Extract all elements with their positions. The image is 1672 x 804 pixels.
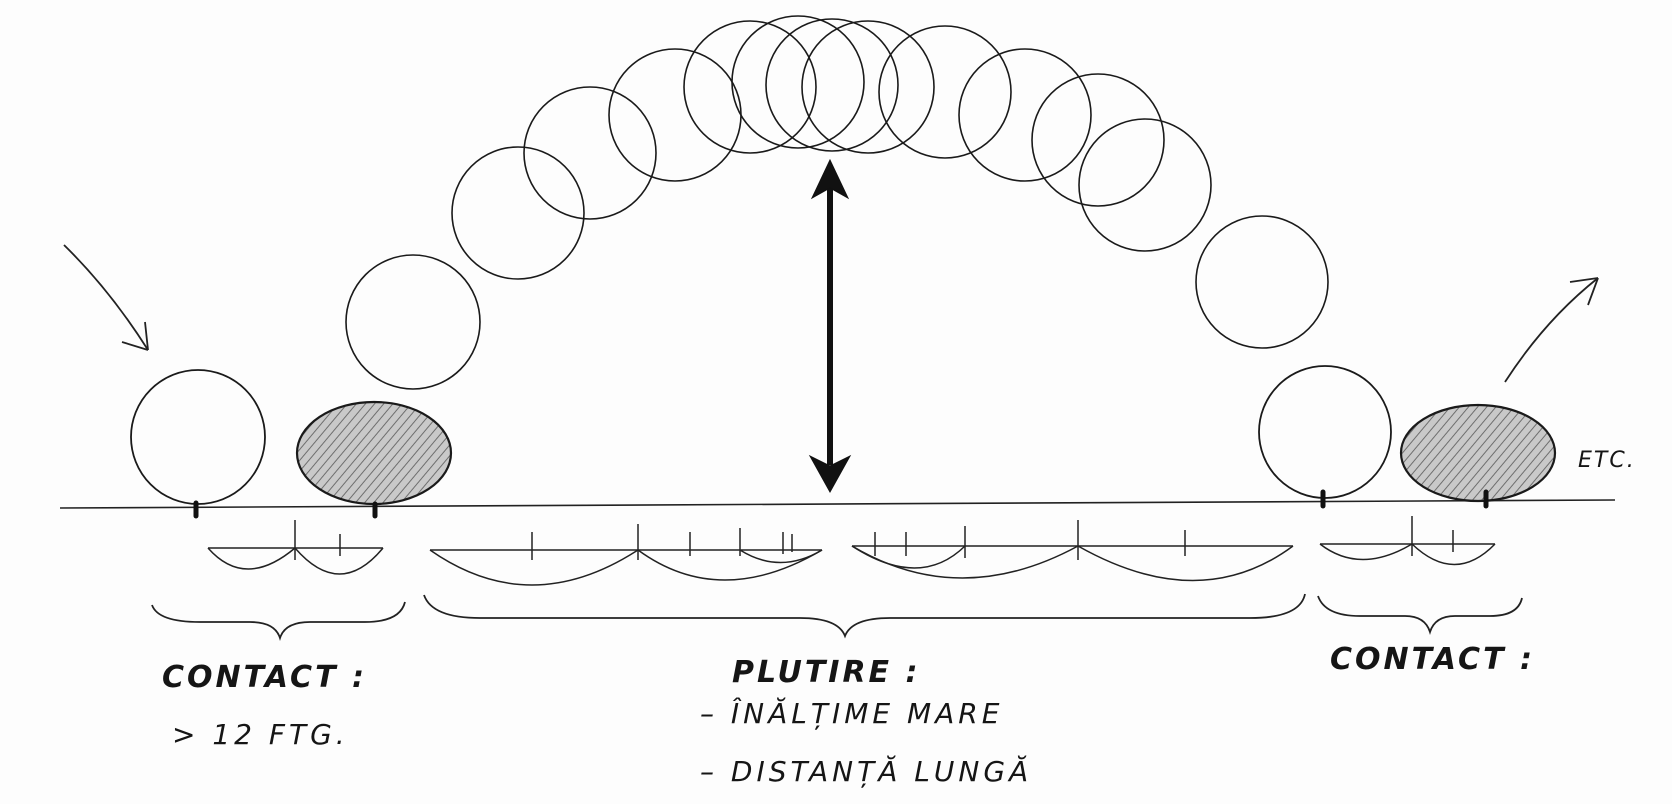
arc-ball-3: [523, 86, 657, 220]
arc-ball-10: [958, 48, 1092, 182]
arc-ball-4: [608, 48, 742, 182]
brace-contact-right: [1317, 595, 1523, 636]
arc-ball-8: [801, 20, 935, 154]
plutire-line-1: – ÎNĂLȚIME MARE: [700, 697, 1004, 730]
contact-left-note: > 12 FTG.: [172, 718, 349, 751]
height-arrow: [808, 158, 852, 494]
arc-ball-9: [878, 25, 1012, 159]
bounce-arc-balls: [345, 15, 1329, 390]
exit-arrow: [1504, 277, 1599, 383]
arc-ball-1: [345, 254, 481, 390]
plutire-label: PLUTIRE :: [732, 655, 921, 690]
entry-arrow: [63, 244, 149, 351]
contact-left-label: CONTACT :: [162, 660, 367, 695]
timing-chart-middle: [429, 520, 1294, 586]
arc-ball-2: [451, 146, 585, 280]
brace-plutire: [423, 593, 1306, 639]
arc-ball-5: [683, 20, 817, 154]
squash-ball-left: [295, 400, 453, 506]
ground-contact-marks: [193, 489, 1489, 519]
brace-contact-left: [151, 601, 406, 642]
arc-ball-11: [1031, 73, 1165, 207]
arc-ball-13: [1195, 215, 1329, 349]
contact-ball-left: [130, 369, 266, 505]
etc-label: ETC.: [1578, 448, 1636, 473]
timing-chart-right: [1319, 516, 1496, 566]
arc-ball-7: [765, 18, 899, 152]
timing-chart-left: [207, 520, 384, 575]
ground-line: [59, 499, 1616, 509]
arc-ball-12: [1078, 118, 1212, 252]
contact-right-label: CONTACT :: [1330, 642, 1535, 677]
squash-ball-right: [1399, 403, 1557, 503]
arc-ball-6: [731, 15, 865, 149]
plutire-line-2: – DISTANȚĂ LUNGĂ: [700, 755, 1033, 788]
contact-ball-right: [1258, 365, 1392, 499]
